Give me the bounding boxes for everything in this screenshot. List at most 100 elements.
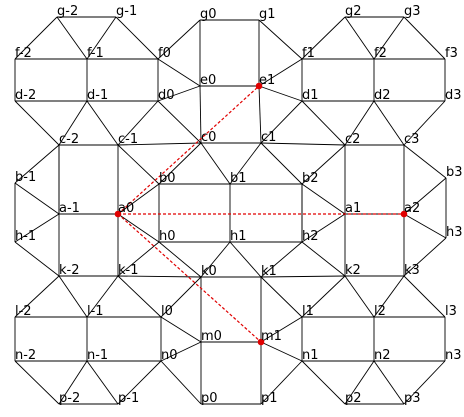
edge-h1-k1 <box>229 241 262 278</box>
edge-c1-c2 <box>260 142 346 146</box>
vertex-label-p1: p1 <box>261 391 278 406</box>
edge-c3-b3 <box>403 144 447 179</box>
vertex-label-c0: c0 <box>201 130 216 145</box>
vertex-marker-a0 <box>114 210 122 218</box>
edge-k-1-k0 <box>117 275 202 278</box>
vertex-label-b0: b0 <box>159 171 176 186</box>
edge-g-1-f0 <box>115 16 159 60</box>
vertex-label-l0: l0 <box>161 304 173 319</box>
vertex-label-g-1: g-1 <box>116 4 137 19</box>
vertex-label-l2: l2 <box>374 304 386 319</box>
edge-g3-f3 <box>403 16 446 60</box>
edge-g-2-f-1 <box>56 16 88 60</box>
edge-n1-p2 <box>301 360 346 405</box>
vertex-label-p-2: p-2 <box>59 391 80 406</box>
vertex-label-h2: h2 <box>302 229 319 244</box>
edge-d0-e0 <box>157 85 201 102</box>
edge-c0-b1 <box>200 142 231 185</box>
vertex-marker-layer <box>114 82 408 346</box>
edge-k-1-l-1 <box>86 275 119 318</box>
edge-k1-k2 <box>260 275 346 278</box>
edge-f-2-g-2 <box>14 16 58 60</box>
vertex-label-n3: n3 <box>445 348 462 363</box>
edge-d0-c0 <box>157 100 202 144</box>
edge-k0-l0 <box>160 276 202 318</box>
edge-a2-h3 <box>403 213 447 239</box>
vertex-label-c1: c1 <box>261 130 276 145</box>
edge-a0-b0 <box>117 183 160 215</box>
edge-h0-k0 <box>158 241 202 278</box>
vertex-label-p3: p3 <box>404 391 421 406</box>
vertex-label-g3: g3 <box>404 4 421 19</box>
vertex-marker-e1 <box>255 82 263 90</box>
vertex-label-d-1: d-1 <box>87 88 108 103</box>
edge-h2-k1 <box>260 241 303 278</box>
vertex-label-a1: a1 <box>345 201 361 216</box>
vertex-label-k-1: k-1 <box>118 263 139 278</box>
edge-layer <box>14 16 447 405</box>
edge-h-1-k-2 <box>14 241 60 277</box>
edge-k3-l3 <box>403 275 446 318</box>
vertex-label-a0: a0 <box>118 201 134 216</box>
vertex-label-b2: b2 <box>302 171 319 186</box>
edge-c-2-b-1 <box>14 144 60 184</box>
vertex-label-n1: n1 <box>302 348 319 363</box>
edge-k-2-l-2 <box>14 275 60 318</box>
edge-b-1-a-1 <box>14 182 60 215</box>
vertex-label-n0: n0 <box>161 348 178 363</box>
edge-d3-c3 <box>403 100 446 146</box>
vertex-label-n-1: n-1 <box>87 348 108 363</box>
edge-k2-l2 <box>344 275 375 318</box>
edge-c0-b0 <box>158 142 202 185</box>
edge-h0-k-1 <box>117 241 160 277</box>
edge-e0-c0 <box>199 85 202 144</box>
edge-g1-f1 <box>258 19 303 60</box>
edge-e1-f1 <box>258 58 303 87</box>
vertex-label-n2: n2 <box>374 348 391 363</box>
vertex-label-d3: d3 <box>445 88 462 103</box>
edge-n2-p3 <box>373 360 405 405</box>
vertex-label-k3: k3 <box>404 263 420 278</box>
edge-g2-f2 <box>344 16 375 60</box>
edge-g3-f2 <box>373 16 405 60</box>
vertex-label-h3: h3 <box>446 225 463 240</box>
vertex-label-h1: h1 <box>230 229 247 244</box>
vertex-label-f0: f0 <box>158 46 171 61</box>
vertex-marker-a2 <box>400 210 408 218</box>
edge-f0-e0 <box>157 58 201 87</box>
edge-e1-d1 <box>258 85 303 102</box>
vertex-label-h-1: h-1 <box>15 229 36 244</box>
edge-h1-k0 <box>200 241 231 278</box>
vertex-label-k2: k2 <box>345 263 361 278</box>
vertex-label-e0: e0 <box>200 73 216 88</box>
vertex-label-f3: f3 <box>445 46 458 61</box>
vertex-label-e1: e1 <box>259 73 275 88</box>
edge-d2-c2 <box>344 100 375 146</box>
vertex-label-p2: p2 <box>345 391 362 406</box>
edge-g-1-f-1 <box>86 16 117 60</box>
vertex-label-l-1: l-1 <box>87 304 104 319</box>
vertex-label-d0: d0 <box>158 88 175 103</box>
edge-p1-n1 <box>260 360 303 405</box>
vertex-marker-m1 <box>257 338 265 346</box>
vertex-label-c2: c2 <box>345 132 360 147</box>
highlight-edge-a0-m1 <box>117 213 262 343</box>
edge-n-1-p-2 <box>58 360 88 405</box>
vertex-label-g1: g1 <box>259 7 276 22</box>
edge-c1-b1 <box>229 142 262 185</box>
edge-k-1-l0 <box>117 275 162 318</box>
edge-a0-h0 <box>117 213 160 243</box>
vertex-label-f-2: f-2 <box>15 46 32 61</box>
edge-n3-p3 <box>403 360 446 405</box>
edge-d1-c1 <box>260 100 303 144</box>
edge-d2-c3 <box>373 100 405 146</box>
edge-k3-l2 <box>373 275 405 318</box>
edge-d1-c2 <box>301 100 346 146</box>
vertex-label-d1: d1 <box>302 88 319 103</box>
vertex-label-g0: g0 <box>200 7 217 22</box>
edge-f0-g0 <box>157 19 201 60</box>
vertex-label-c-1: c-1 <box>118 132 138 147</box>
highlight-edge-a0-e1 <box>117 85 260 215</box>
edge-k2-l1 <box>301 275 346 318</box>
